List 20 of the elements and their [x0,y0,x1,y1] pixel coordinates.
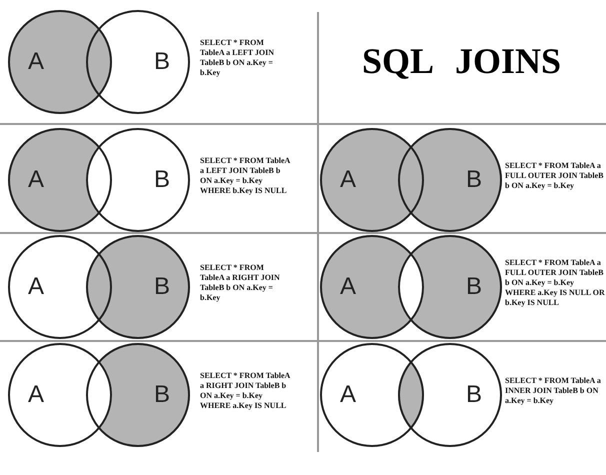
set-circle: A [8,235,112,339]
sql-query: SELECT * FROM TableA a RIGHT JOIN TableB b ON a.Key = b.Key WHERE a.Key IS NULL [200,371,290,411]
set-circle: A [320,343,424,447]
sql-query: SELECT * FROM TableA a RIGHT JOIN TableB b ON a.Key = b.Key [200,263,280,303]
sql-query: SELECT * FROM TableA a FULL OUTER JOIN TableB b ON a.Key = b.Key [505,161,604,191]
set-circle: B [86,343,190,447]
set-circle: B [86,10,190,114]
title: SQL JOINS [362,40,562,82]
set-circle: A [320,128,424,232]
sql-query: SELECT * FROM TableA a FULL OUTER JOIN TableB b ON a.Key = b.Key WHERE a.Key IS NULL OR b.Key IS NULL [505,258,605,308]
sql-query: SELECT * FROM TableA a INNER JOIN TableB b ON a.Key = b.Key [505,376,602,406]
set-circle: A [8,128,112,232]
set-circle: B [86,128,190,232]
sql-query: SELECT * FROM TableA a LEFT JOIN TableB b ON a.Key = b.Key [200,38,276,78]
set-circle: A [8,343,112,447]
set-circle: A [320,235,424,339]
set-circle: B [398,235,502,339]
sql-query: SELECT * FROM TableA a LEFT JOIN TableB b ON a.Key = b.Key WHERE b.Key IS NULL [200,156,290,196]
set-circle: B [398,343,502,447]
set-circle: B [398,128,502,232]
